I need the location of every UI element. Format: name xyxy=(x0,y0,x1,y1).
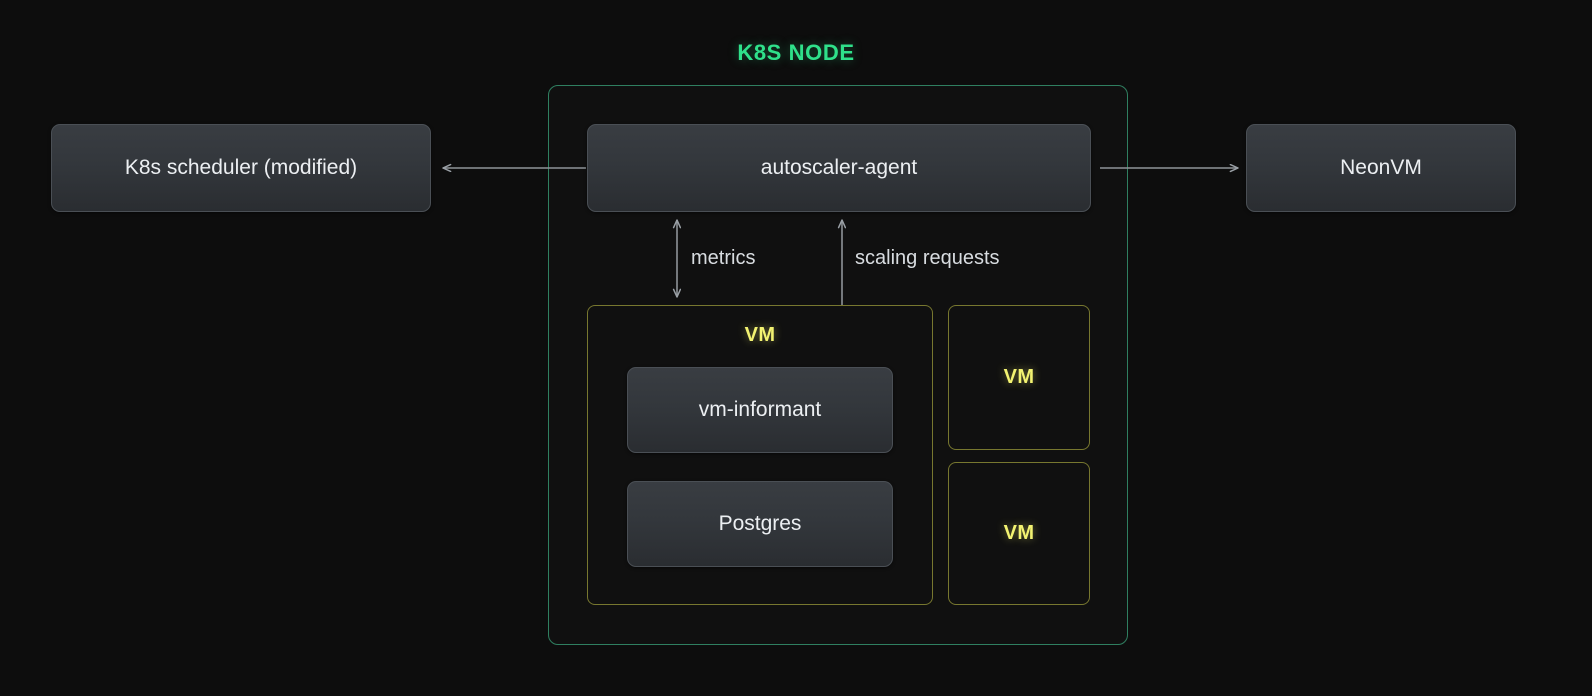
node-autoscaler-agent[interactable]: autoscaler-agent xyxy=(587,124,1091,212)
page-title: K8S NODE xyxy=(737,40,855,65)
node-k8s-scheduler[interactable]: K8s scheduler (modified) xyxy=(51,124,431,212)
connector-label-metrics: metrics xyxy=(691,247,756,269)
connector-label-scaling-requests: scaling requests xyxy=(855,247,1000,269)
vm-secondary-container-1[interactable]: VM xyxy=(948,305,1090,450)
vm-secondary-container-2[interactable]: VM xyxy=(948,462,1090,605)
node-neonvm[interactable]: NeonVM xyxy=(1246,124,1516,212)
vm-secondary-label-1: VM xyxy=(1003,366,1035,388)
node-vm-informant[interactable]: vm-informant xyxy=(627,367,893,453)
vm-secondary-label-2: VM xyxy=(1003,522,1035,544)
node-postgres[interactable]: Postgres xyxy=(627,481,893,567)
vm-main-label: VM xyxy=(744,324,776,346)
